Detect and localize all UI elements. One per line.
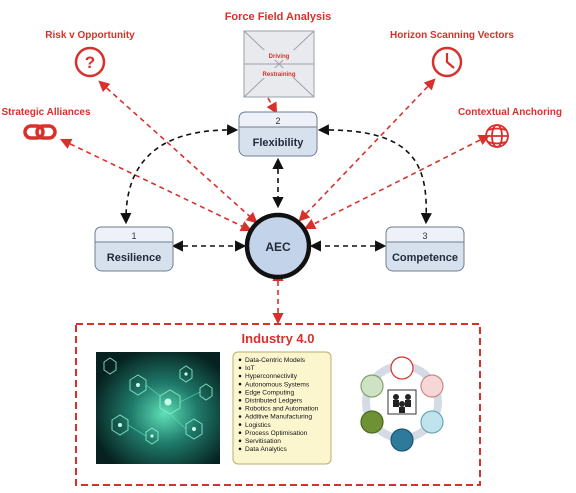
list-item: Data-Centric Models <box>245 357 306 364</box>
force-field-analysis: Force Field Analysis Driving Restraining <box>225 11 332 98</box>
clock-icon <box>431 46 463 78</box>
competence-label: Competence <box>392 252 458 264</box>
list-item: Servitisation <box>245 438 281 445</box>
list-bullet <box>238 374 242 378</box>
force-field-title: Force Field Analysis <box>225 11 332 23</box>
risk-label: Risk v Opportunity <box>45 30 135 41</box>
alliances-group: Strategic Alliances <box>1 107 91 140</box>
aec-node: AEC <box>244 212 312 280</box>
list-item: Logistics <box>245 422 271 429</box>
list-bullet <box>238 358 242 362</box>
list-bullet <box>238 447 242 451</box>
anchoring-group: Contextual Anchoring <box>458 107 562 148</box>
list-bullet <box>238 423 242 426</box>
list-item: Additive Manufacturing <box>245 414 312 421</box>
list-item: Process Optimisation <box>245 430 308 437</box>
arrow-alliances-to-aec <box>59 138 253 232</box>
resilience-box: 1 Resilience <box>94 226 174 272</box>
list-item: Autonomous Systems <box>245 381 310 388</box>
industry-border <box>75 323 481 486</box>
industry-title: Industry 4.0 <box>242 331 315 346</box>
resilience-label: Resilience <box>107 252 161 264</box>
arrow-risk-to-aec <box>98 80 258 224</box>
list-item: Distributed Ledgers <box>245 398 303 405</box>
alliances-label: Strategic Alliances <box>1 107 91 118</box>
arrow-anchoring-to-aec <box>304 134 490 230</box>
chain-link-icon <box>23 124 57 140</box>
list-item: Edge Computing <box>245 389 294 396</box>
resilience-number: 1 <box>131 231 136 241</box>
flexibility-box: 2 Flexibility <box>238 111 318 157</box>
arrow-horizon-to-aec <box>298 78 436 222</box>
competence-number: 3 <box>422 231 427 241</box>
list-bullet <box>238 415 242 418</box>
people-network-icon <box>360 356 444 452</box>
industry-list: Data-Centric ModelsIoTHyperconnectivityA… <box>232 351 332 465</box>
list-item: IoT <box>245 365 255 372</box>
risk-group: Risk v Opportunity ? <box>45 30 135 78</box>
list-item: Hyperconnectivity <box>245 373 298 380</box>
horizon-group: Horizon Scanning Vectors <box>390 30 514 78</box>
list-bullet <box>238 407 242 410</box>
force-field-restraining: Restraining <box>262 72 295 78</box>
list-bullet <box>238 390 242 394</box>
black-arrows <box>120 124 432 252</box>
list-bullet <box>238 366 242 370</box>
flexibility-number: 2 <box>275 116 280 126</box>
list-bullet <box>238 439 242 443</box>
horizon-label: Horizon Scanning Vectors <box>390 30 514 41</box>
globe-icon <box>485 124 509 148</box>
arrow-flexibility-resilience <box>120 124 239 225</box>
arrow-forcefield-to-aec <box>266 97 278 114</box>
list-item: Robotics and Automation <box>245 406 319 413</box>
list-bullet <box>238 399 242 402</box>
flexibility-label: Flexibility <box>253 137 305 149</box>
aec-label: AEC <box>265 240 291 254</box>
industry-panel: Industry 4.0 <box>75 323 481 486</box>
list-item: Data Analytics <box>245 446 287 453</box>
list-bullet <box>238 382 242 386</box>
competence-box: 3 Competence <box>385 226 465 272</box>
question-icon: ? <box>74 46 106 78</box>
force-field-driving: Driving <box>269 54 290 60</box>
arrow-flexibility-competence <box>317 124 432 225</box>
svg-text:?: ? <box>85 53 95 72</box>
hexagon-tech-image <box>96 352 220 464</box>
anchoring-label: Contextual Anchoring <box>458 107 562 118</box>
list-bullet <box>238 431 242 435</box>
